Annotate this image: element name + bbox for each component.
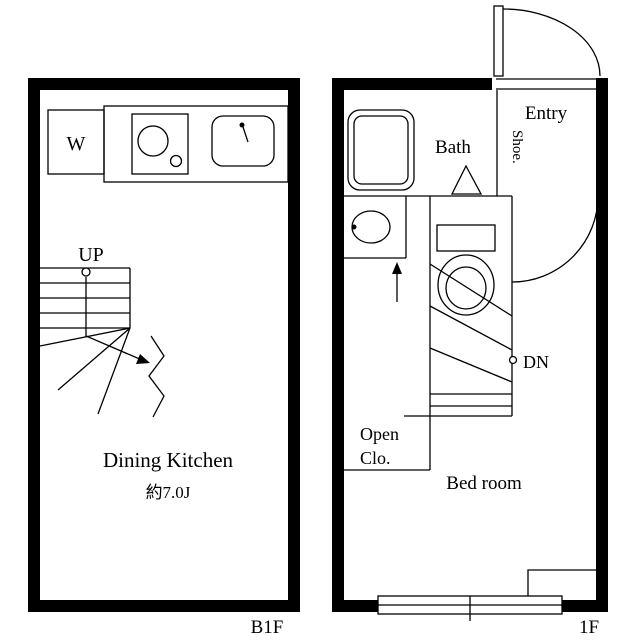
entry-door-arc [502,8,601,77]
kitchen-counter [103,105,289,183]
bathroom: Bath [344,109,512,197]
entry-door-leaf [493,5,504,77]
stair-arrow-icon [392,262,402,274]
window-icon [377,595,563,621]
washer-label: W [67,133,86,155]
entry-opening [492,72,596,94]
shoe-label: Shoe. [509,130,525,164]
bathtub-icon [347,109,415,191]
hall-door-arc [511,195,599,283]
up-label: UP [78,244,104,266]
bath-label: Bath [435,137,471,158]
break-line [148,335,165,418]
vanity-sink-icon [351,210,391,244]
open-closet-label-line1: Open [360,424,399,444]
f1-plan: Entry Shoe. Bath [332,5,608,621]
toilet-icon [436,224,496,316]
f1-floor-label: 1F [579,617,599,638]
shoe-cabinet: Shoe. [496,90,525,196]
staircase-up: UP [39,244,165,418]
entry-door-swing [493,5,601,77]
b1f-floor-label: B1F [251,617,284,638]
stair-direction-line [85,277,143,361]
f1-outer-wall [332,78,608,612]
vanity-area [344,196,407,259]
open-closet-label-line2: Clo. [360,448,391,468]
stair-start-marker [81,267,91,277]
dining-kitchen-area-label: 約7.0J [146,483,191,502]
dining-kitchen-label: Dining Kitchen [103,448,234,472]
kitchen-sink-icon [211,115,275,167]
entry-label: Entry [525,103,568,124]
bath-door-marker [450,164,483,195]
stove-icon [131,113,189,175]
hall-door-swing [511,195,599,416]
bedroom-label: Bed room [446,473,522,494]
dn-marker [508,355,518,365]
b1f-plan: W UP [28,78,300,612]
open-closet: Open Clo. [344,415,431,471]
staircase-down: DN [392,262,549,417]
dn-label: DN [523,352,549,372]
stair-arrow-icon [136,354,150,364]
b1f-outer-wall [28,78,300,612]
window-ledge [527,569,596,596]
